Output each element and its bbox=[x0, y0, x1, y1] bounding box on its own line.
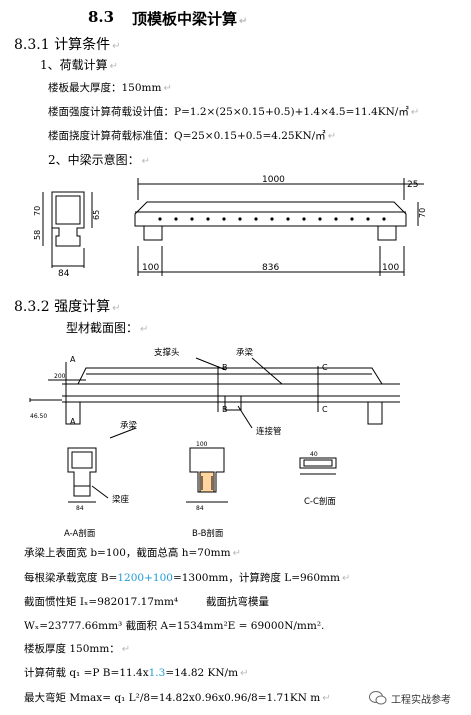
dim-section-h3: 65 bbox=[92, 210, 101, 220]
text-bearing-width: 每根梁承载宽度 B=1200+100=1300mm，计算跨度 L=960mm↵ bbox=[24, 572, 351, 584]
watermark-label: 工程实战参考 bbox=[391, 694, 451, 706]
subsection-load: 1、荷载计算↵ bbox=[40, 58, 119, 72]
label-bearing-beam-2: 承梁 bbox=[120, 421, 138, 431]
marker-a-bottom: A bbox=[70, 417, 76, 426]
text-section-modulus: Wₓ=23777.66mm³ 截面积 A=1534mm²E = 69000N/m… bbox=[24, 620, 325, 632]
text-slab-thickness: 楼板最大厚度：150mm↵ bbox=[48, 82, 172, 94]
section-832-title: 8.3.2 强度计算↵ bbox=[14, 299, 121, 315]
text-section-modulus-label: 截面抗弯模量 bbox=[206, 596, 269, 608]
dim-4650: 46.50 bbox=[30, 413, 47, 420]
label-support-head: 支撑头 bbox=[154, 347, 180, 358]
marker-c-top: C bbox=[322, 363, 328, 372]
dim-section-b-top: 100 bbox=[196, 441, 208, 448]
dim-section-c-width: 40 bbox=[310, 451, 318, 458]
text-beam-dimensions: 承梁上表面宽 b=100，截面总高 h=70mm↵ bbox=[24, 547, 241, 559]
dim-section-a-width: 84 bbox=[76, 505, 84, 512]
heading-title: 顶模板中梁计算↵ bbox=[132, 10, 248, 28]
subsection-beam-diagram: 2、中梁示意图：↵ bbox=[48, 153, 151, 167]
marker-c-bottom: C bbox=[322, 405, 328, 414]
label-connector-pipe: 连接管 bbox=[256, 426, 282, 437]
marker-a-top: A bbox=[70, 355, 76, 364]
text-design-load: 计算荷载 q₁ =P B=11.4x1.3=14.82 KN/m↵ bbox=[24, 667, 249, 679]
section-831-title: 8.3.1 计算条件↵ bbox=[14, 37, 121, 53]
text-strength-load: 楼面强度计算荷载设计值：P=1.2×(25×0.15+0.5)+1.4×4.5=… bbox=[48, 106, 420, 118]
text-slab-thickness-2: 楼板厚度 150mm：↵ bbox=[24, 643, 131, 655]
watermark: 工程实战参考 bbox=[369, 687, 469, 709]
caption-section-c: C-C剖面 bbox=[304, 496, 336, 507]
label-beam-seat: 梁座 bbox=[112, 494, 130, 505]
dim-middle-span: 836 bbox=[262, 263, 279, 273]
text-deflection-load: 楼面挠度计算荷载标准值：Q=25×0.15+0.5=4.25KN/㎡↵ bbox=[48, 130, 337, 142]
subsection-profile: 型材截面图：↵ bbox=[66, 321, 149, 335]
dim-section-h2: 70 bbox=[33, 206, 42, 216]
beam-diagram: 1000 25 100 836 100 84 70 58 70 65 bbox=[33, 175, 427, 279]
dim-section-h1: 58 bbox=[33, 230, 42, 240]
text-moment-of-inertia: 截面惯性矩 Iₓ=982017.17mm⁴ bbox=[24, 596, 179, 608]
text-max-moment: 最大弯矩 Mmax= q₁ L²/8=14.82x0.96x0.96/8=1.7… bbox=[24, 692, 331, 704]
wechat-icon bbox=[369, 691, 387, 705]
dim-left-end: 100 bbox=[142, 263, 159, 273]
dim-section-b-width: 84 bbox=[196, 505, 204, 512]
dim-beam-height: 70 bbox=[418, 208, 427, 218]
marker-b-bottom: B bbox=[222, 405, 228, 414]
label-bearing-beam: 承梁 bbox=[236, 348, 254, 358]
dim-right-offset: 25 bbox=[407, 180, 418, 190]
marker-b-top: B bbox=[222, 363, 228, 372]
caption-section-b: B-B剖面 bbox=[192, 528, 224, 539]
heading-number: 8.3 bbox=[88, 8, 115, 26]
profile-section-diagram: 支撑头 承梁 连接管 承梁 梁座 A-A剖面 B-B剖面 C-C剖面 A A B… bbox=[29, 347, 400, 539]
dim-total-length: 1000 bbox=[262, 175, 285, 185]
dim-right-end: 100 bbox=[382, 263, 399, 273]
caption-section-a: A-A剖面 bbox=[64, 528, 96, 539]
dim-section-width: 84 bbox=[58, 269, 70, 279]
dim-200: 200 bbox=[54, 373, 66, 380]
